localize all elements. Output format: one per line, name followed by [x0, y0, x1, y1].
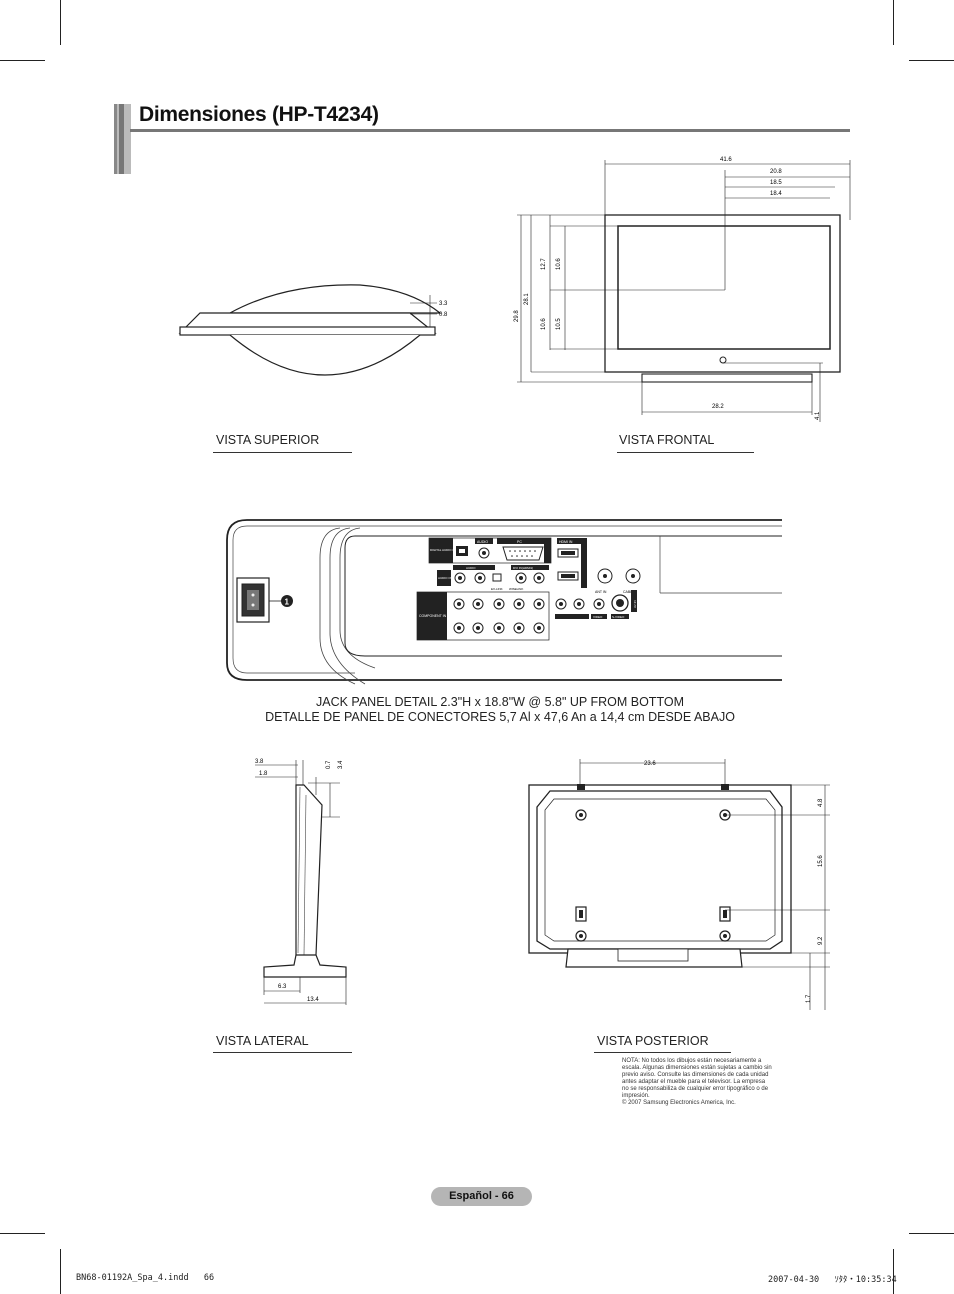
dim-rear-4-8: 4.8 [818, 798, 824, 807]
dim-rear-1-7: 1.7 [806, 994, 812, 1003]
crop-mark [60, 1249, 61, 1294]
page-title: Dimensiones (HP-T4234) [139, 103, 379, 126]
label-pc: PC [517, 540, 522, 544]
top-view-drawing: 3.3 0.8 [178, 284, 448, 376]
rule-vista-posterior [594, 1052, 731, 1053]
title-accent-bar-inner [119, 104, 124, 174]
dim-front-41-6: 41.6 [720, 157, 732, 163]
side-view-drawing: 3.8 1.8 0.7 3.4 6.3 13.4 [255, 759, 347, 1005]
dim-front-28-1: 28.1 [524, 293, 530, 305]
label-av-in: AV IN [633, 600, 637, 608]
label-ex-link: EX-LINK [491, 587, 503, 591]
dim-top-0-8: 0.8 [439, 312, 448, 318]
dim-side-3-4: 3.4 [338, 760, 344, 769]
dim-front-4-1: 4.1 [815, 411, 821, 420]
label-digital-audio-out: DIGITAL AUDIO OUT (OPTICAL) [430, 548, 474, 552]
rule-vista-lateral [213, 1052, 352, 1053]
footer-timestamp: 2007-04-30 ｿﾀﾀ・10:35:34 [768, 1275, 897, 1285]
label-audio: AUDIO [477, 540, 488, 544]
dim-top-3-3: 3.3 [439, 301, 448, 307]
dim-front-12-7: 12.7 [541, 258, 547, 270]
label-audio-out: AUDIO OUT [438, 576, 455, 580]
dim-rear-23-6: 23.6 [644, 761, 656, 767]
dim-front-10-5: 10.5 [556, 318, 562, 330]
dim-side-6-3: 6.3 [278, 984, 287, 990]
dim-side-0-7: 0.7 [326, 760, 332, 769]
rear-view-drawing: 23.6 4.8 15.6 9.2 1.7 [528, 759, 830, 1010]
label-hdmi-in: HDMI IN [559, 540, 573, 544]
crop-mark [893, 0, 894, 45]
label-dvi-in: DVI IN(HDMI1) [513, 566, 533, 570]
dim-front-28-2: 28.2 [712, 404, 724, 410]
dim-side-13-4: 13.4 [307, 997, 319, 1003]
jack-panel-drawing: 1 DIGITAL AUDIO OUT (OPTICAL) AUDIO PC H… [226, 519, 782, 685]
label-vista-posterior: VISTA POSTERIOR [597, 1034, 709, 1048]
label-audio-rl: AUDIO [466, 566, 476, 570]
dim-front-29-8: 29.8 [514, 310, 520, 322]
front-view-drawing: 41.6 20.8 18.5 18.4 12.7 10.6 28.1 29.8 … [514, 157, 851, 422]
title-rule [130, 129, 850, 132]
disclaimer-note: NOTA: No todos los dibujos están necesar… [622, 1058, 772, 1106]
label-vista-superior: VISTA SUPERIOR [216, 433, 320, 447]
label-component-in: COMPONENT IN [419, 614, 447, 618]
dim-front-10-6a: 10.6 [556, 258, 562, 270]
footer-file-info: BN68-01192A_Spa_4.indd 66 [76, 1273, 215, 1283]
label-video: VIDEO [593, 615, 603, 619]
crop-mark [909, 60, 954, 61]
page-number: Español - 66 [431, 1187, 532, 1206]
dim-front-10-6b: 10.6 [541, 318, 547, 330]
dim-front-20-8: 20.8 [770, 169, 782, 175]
dim-rear-9-2: 9.2 [818, 936, 824, 945]
label-cable: CABLE [623, 590, 635, 594]
label-s-video: S-VIDEO [612, 615, 625, 619]
crop-mark [60, 0, 61, 45]
dim-front-18-5: 18.5 [770, 180, 782, 186]
label-vista-frontal: VISTA FRONTAL [619, 433, 715, 447]
rule-vista-superior [213, 452, 352, 453]
jack-callout-1: 1 [285, 598, 290, 607]
label-vista-lateral: VISTA LATERAL [216, 1034, 309, 1048]
crop-mark [0, 60, 45, 61]
dim-front-18-4: 18.4 [770, 191, 782, 197]
rule-vista-frontal [617, 452, 754, 453]
label-ant-in: ANT IN [595, 590, 607, 594]
crop-mark [0, 1233, 45, 1234]
dim-rear-15-6: 15.6 [818, 855, 824, 867]
crop-mark [893, 1249, 894, 1294]
label-wiselink: WISELINK [509, 587, 523, 591]
crop-mark [909, 1233, 954, 1234]
dim-side-3-8: 3.8 [255, 759, 264, 765]
jack-panel-caption-en: JACK PANEL DETAIL 2.3"H x 18.8"W @ 5.8" … [316, 695, 684, 709]
jack-panel-caption-es: DETALLE DE PANEL DE CONECTORES 5,7 Al x … [265, 710, 735, 724]
dim-side-1-8: 1.8 [259, 771, 268, 777]
